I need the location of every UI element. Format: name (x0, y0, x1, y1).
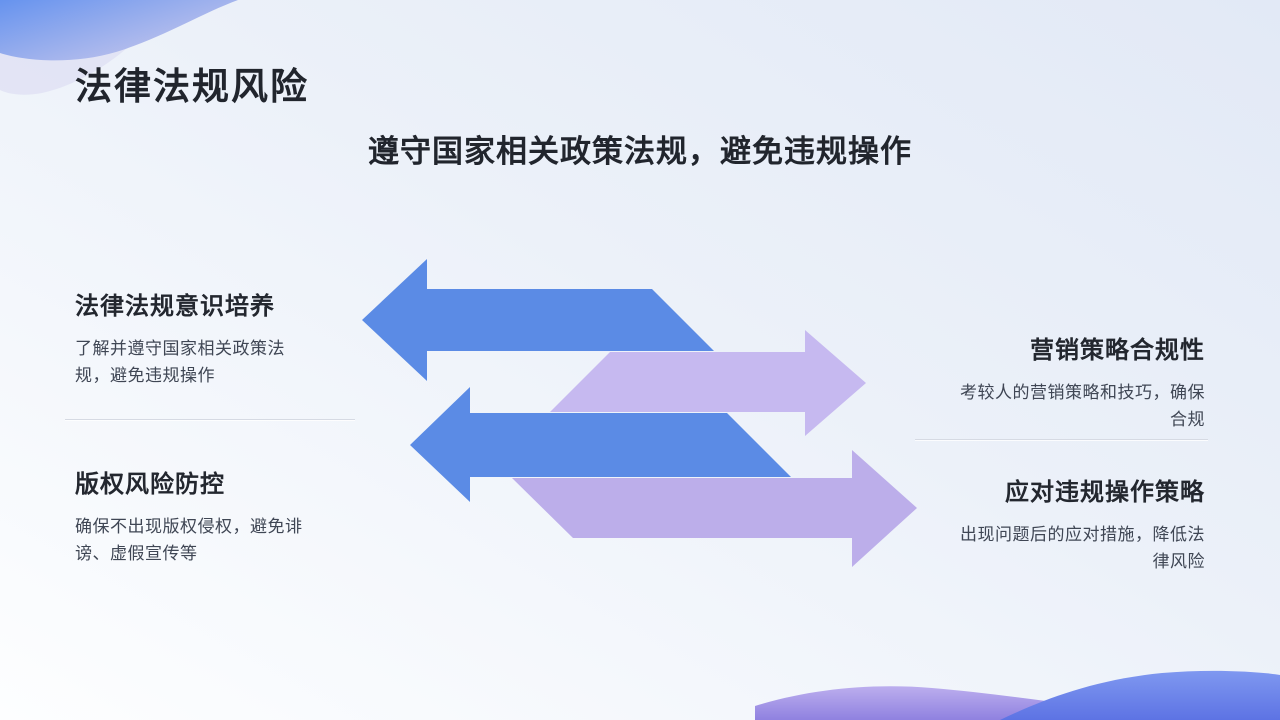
item-heading: 版权风险防控 (75, 471, 225, 498)
page-title: 法律法规风险 (75, 66, 309, 107)
item-description: 确保不出现版权侵权，避免诽谤、虚假宣传等 (75, 517, 303, 563)
left-divider-line (65, 419, 355, 420)
list-item-legal-awareness: 法律法规意识培养 了解并遵守国家相关政策法规，避免违规操作 (75, 286, 375, 389)
list-item-violation-response: 应对违规操作策略 出现问题后的应对措施，降低法律风险 (905, 472, 1205, 575)
slide-subtitle: 遵守国家相关政策法规，避免违规操作 (368, 134, 912, 169)
left-arrow-icon-top (362, 259, 714, 381)
right-divider-line (915, 439, 1208, 440)
item-heading: 营销策略合规性 (1030, 337, 1205, 364)
list-item-marketing-compliance: 营销策略合规性 考较人的营销策略和技巧，确保合规 (905, 330, 1205, 433)
item-description: 考较人的营销策略和技巧，确保合规 (960, 383, 1205, 429)
item-heading: 法律法规意识培养 (75, 293, 275, 320)
item-heading: 应对违规操作策略 (1005, 479, 1205, 506)
right-arrow-icon-bottom (512, 450, 917, 567)
list-item-copyright-risk: 版权风险防控 确保不出现版权侵权，避免诽谤、虚假宣传等 (75, 464, 375, 567)
left-arrow-icon-bottom (410, 387, 791, 502)
item-description: 出现问题后的应对措施，降低法律风险 (960, 525, 1205, 571)
item-description: 了解并遵守国家相关政策法规，避免违规操作 (75, 339, 285, 385)
right-arrow-icon-top (550, 330, 866, 436)
